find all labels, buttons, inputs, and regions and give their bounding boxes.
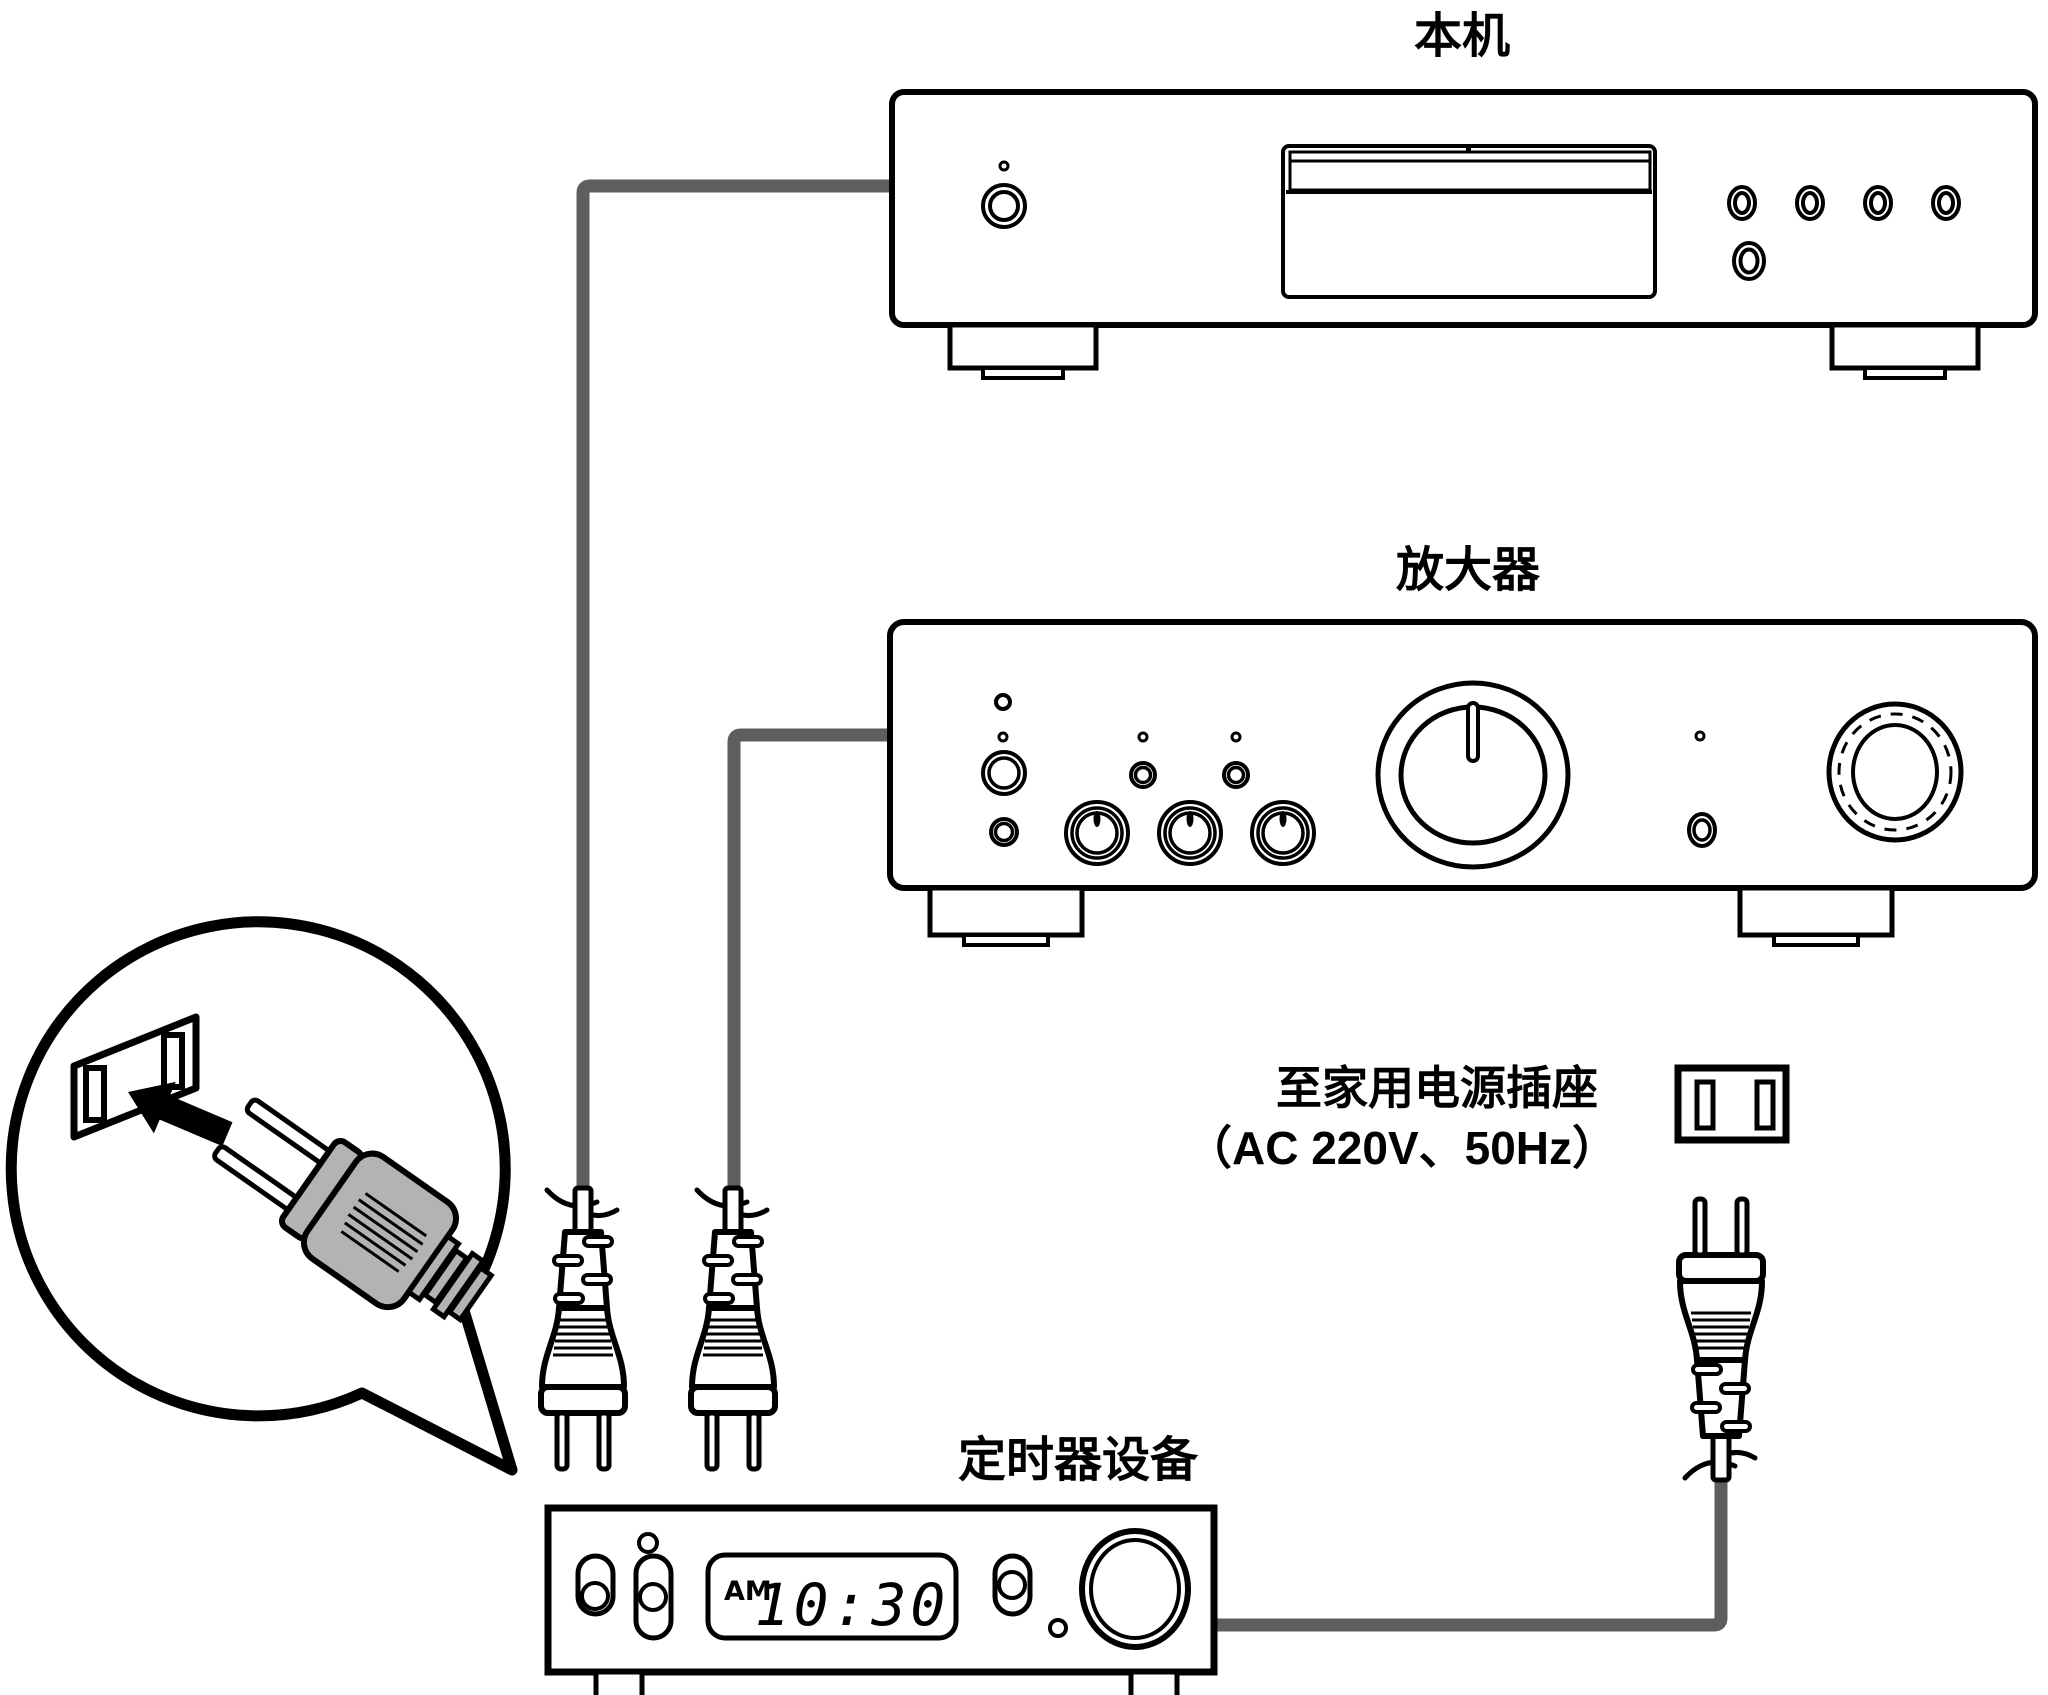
cord-timer-to-outlet: [1214, 1468, 1728, 1632]
plug-grip-lines: [340, 1192, 428, 1273]
unit-illustration: [889, 89, 2038, 380]
timer-slider-mid: [633, 1553, 674, 1641]
power-cords: [576, 179, 1728, 1632]
timer-knob: [1079, 1528, 1191, 1650]
amplifier-power-plug: [691, 1188, 775, 1469]
callout-balloon: [5, 916, 518, 1476]
outlet-label-line2: （AC 220V、50Hz）: [1186, 1122, 1618, 1174]
timer-feet: [593, 1669, 1180, 1695]
amplifier-mic-jack: [1687, 812, 1717, 848]
amplifier-dot: [997, 731, 1009, 743]
amplifier-input-buttons: [1129, 731, 1250, 789]
unit-label: 本机: [1414, 10, 1510, 63]
insert-arrow-icon: [128, 1081, 233, 1147]
amplifier-illustration: [887, 619, 2038, 947]
amplifier-led: [994, 693, 1012, 711]
timer-display: AM 10:30: [705, 1552, 959, 1641]
unit-power-button: [981, 183, 1027, 229]
wall-outlet-icon: [1674, 1064, 1790, 1144]
amplifier-feet: [927, 885, 1895, 947]
timer-led: [637, 1532, 659, 1554]
timer-illustration: AM 10:30: [544, 1504, 1218, 1695]
amplifier-label: 放大器: [1396, 544, 1541, 597]
outlet-label-line1: 至家用电源插座: [1276, 1062, 1598, 1114]
unit-buttons: [1727, 185, 1961, 281]
unit-power-led: [998, 160, 1010, 172]
unit-power-plug: [541, 1188, 625, 1469]
timer-time: 10:30: [755, 1571, 950, 1639]
plug-strain-relief: [405, 1232, 495, 1324]
timer-label: 定时器设备: [958, 1434, 1199, 1487]
balloon-plug-3d: [212, 1097, 495, 1324]
unit-disc-tray: [1281, 144, 1657, 299]
amplifier-volume-knob: [1375, 680, 1571, 870]
amplifier-power-button: [981, 750, 1027, 796]
timer-slider-right: [992, 1553, 1033, 1617]
timer-slider-left: [575, 1553, 616, 1617]
timer-power-plug: [1679, 1199, 1763, 1480]
amplifier-dot-right: [1694, 730, 1706, 742]
cord-amplifier-to-timer: [727, 728, 892, 1203]
timer-dot: [1048, 1618, 1068, 1638]
unit-feet: [947, 322, 1981, 380]
amplifier-phones-jack: [989, 817, 1019, 847]
timer-meridiem: AM: [724, 1576, 772, 1607]
cord-unit-to-timer: [576, 179, 892, 1198]
balloon-outlet-plate: [70, 1013, 200, 1141]
amplifier-tone-knobs: [1064, 800, 1316, 866]
amplifier-selector-knob: [1826, 701, 1964, 843]
